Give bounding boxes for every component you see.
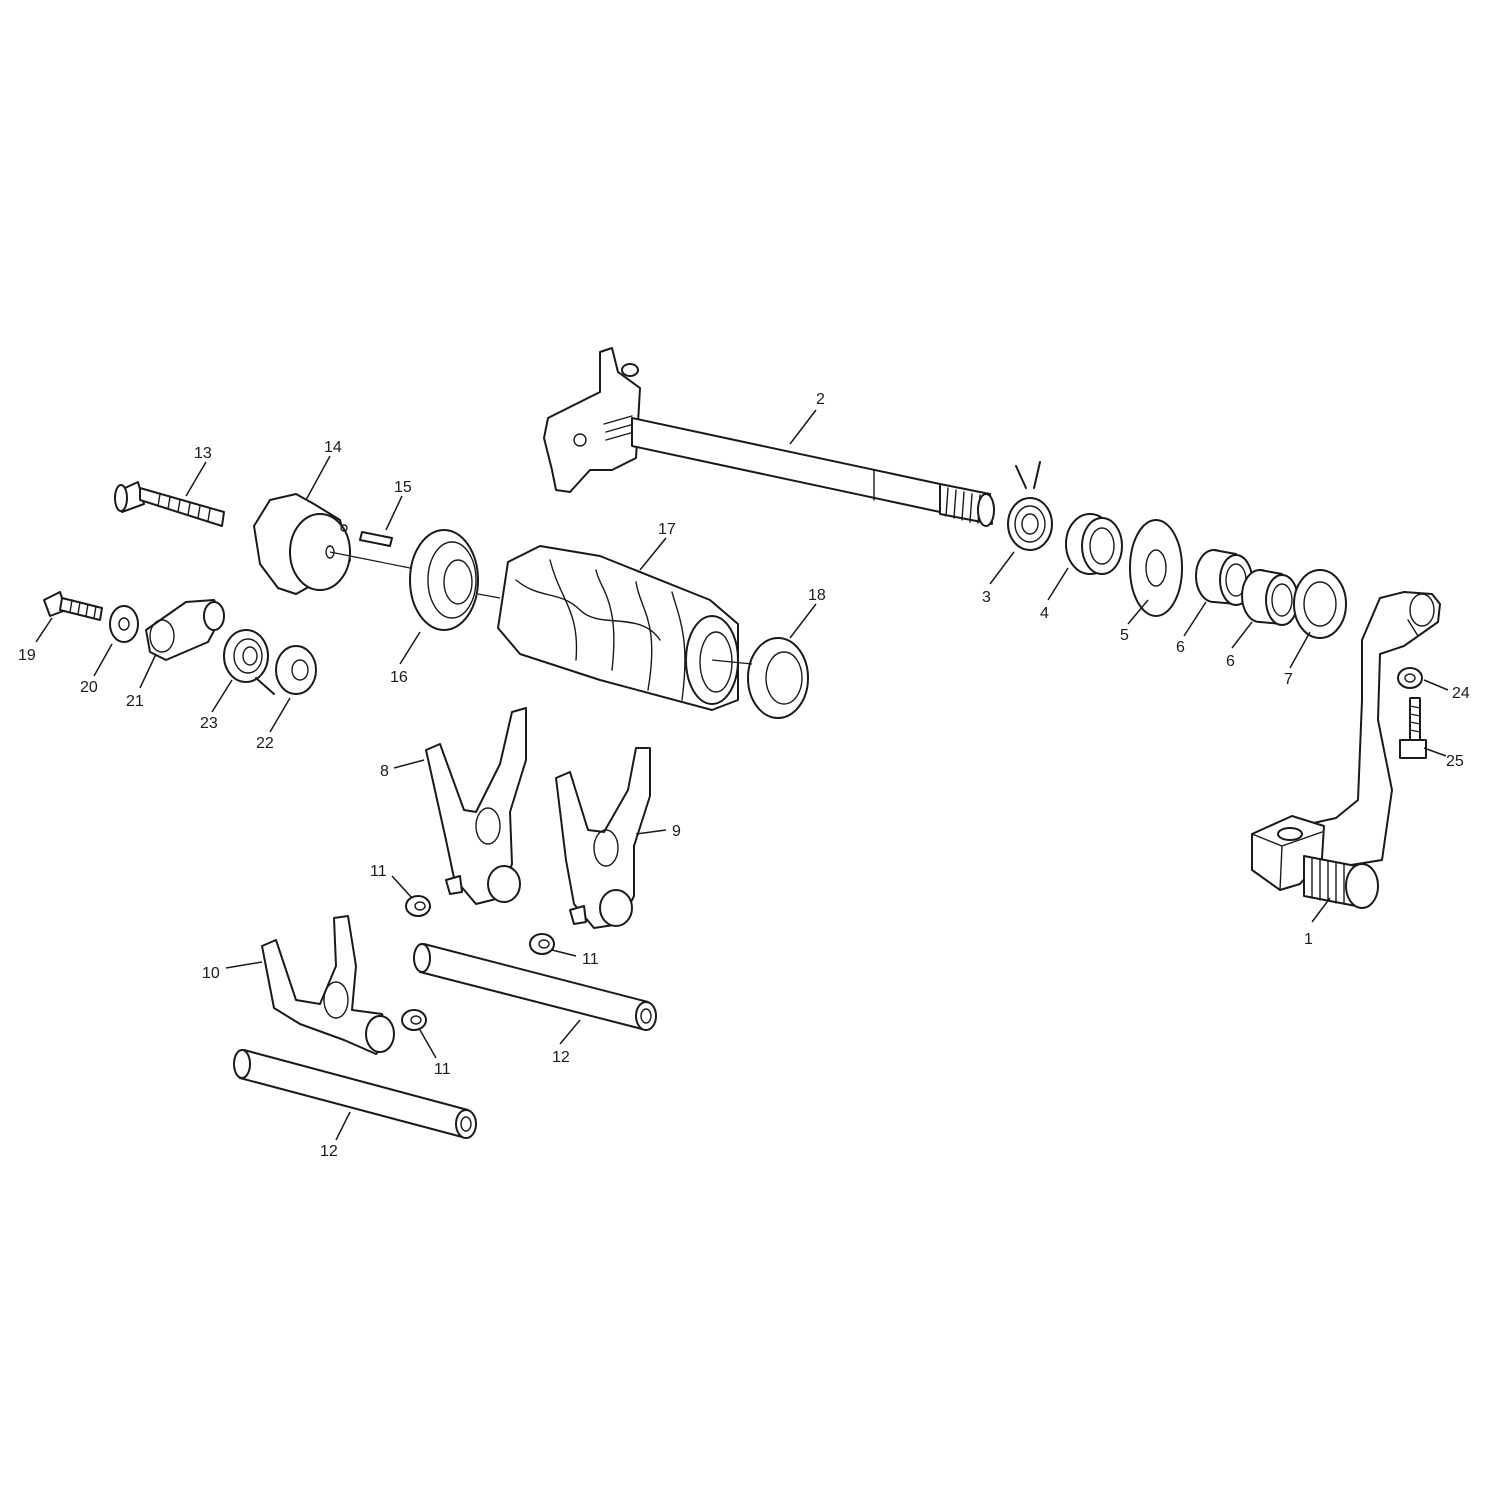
callout-16: 16: [390, 669, 408, 686]
callout-labels: 1 2 3 4 5 6 6 7 8 9 10 11 11 11 12 12 13…: [18, 391, 1470, 1160]
part-shift-fork-8: [425, 707, 527, 905]
part-flange-bolt: [1399, 697, 1427, 759]
callout-22: 22: [256, 735, 274, 752]
part-shift-fork-9: [555, 747, 651, 929]
callout-6-b: 6: [1226, 653, 1235, 670]
callout-11-a: 11: [370, 863, 387, 880]
part-star-washer: [1397, 667, 1423, 689]
callout-6-a: 6: [1176, 639, 1185, 656]
callout-20: 20: [80, 679, 98, 696]
callout-24: 24: [1452, 685, 1470, 702]
callout-8: 8: [380, 763, 389, 780]
callout-17: 17: [658, 521, 676, 538]
callout-7: 7: [1284, 671, 1293, 688]
part-drum-bearing-right: [747, 637, 809, 719]
part-collar: [1065, 513, 1123, 575]
callout-15: 15: [394, 479, 412, 496]
part-drum-bearing-left: [409, 529, 479, 631]
part-washer-small: [109, 605, 139, 643]
callout-3: 3: [982, 589, 991, 606]
callout-4: 4: [1040, 605, 1049, 622]
callout-12-b: 12: [320, 1143, 338, 1160]
part-shift-drum-star: [253, 493, 351, 595]
part-needle-bearing-a: [1195, 549, 1253, 606]
callout-21: 21: [126, 693, 144, 710]
callout-23: 23: [200, 715, 218, 732]
part-washer-large: [1129, 519, 1183, 617]
part-return-spring: [1007, 461, 1053, 551]
part-pin: [359, 531, 393, 547]
part-guide-roller-c: [401, 1009, 427, 1031]
callout-2: 2: [816, 391, 825, 408]
assembly-axis-lines: [329, 551, 753, 665]
callout-18: 18: [808, 587, 826, 604]
callout-25: 25: [1446, 753, 1464, 770]
part-detent-spring: [223, 629, 275, 695]
part-fork-shaft-upper: [413, 943, 657, 1031]
part-detent-roller: [275, 645, 317, 695]
callout-12-a: 12: [552, 1049, 570, 1066]
part-needle-bearing-b: [1241, 569, 1299, 626]
part-detent-arm: [145, 599, 225, 661]
callout-14: 14: [324, 439, 342, 456]
callout-9: 9: [672, 823, 681, 840]
callout-19: 19: [18, 647, 36, 664]
part-shift-drum: [497, 545, 739, 711]
callout-10: 10: [202, 965, 220, 982]
part-seal: [1293, 569, 1347, 639]
leader-lines: [35, 409, 1449, 1141]
callout-11-b: 11: [582, 951, 599, 968]
callout-1: 1: [1304, 931, 1313, 948]
part-shift-fork-10: [261, 915, 395, 1055]
part-shift-lever: [1251, 591, 1441, 909]
part-drum-bolt: [114, 481, 225, 527]
part-small-bolt: [43, 591, 103, 621]
callout-11-c: 11: [434, 1061, 451, 1078]
callout-13: 13: [194, 445, 212, 462]
callout-5: 5: [1120, 627, 1129, 644]
part-shift-shaft: [543, 347, 995, 527]
part-fork-shaft-lower: [233, 1049, 477, 1139]
part-guide-roller-b: [529, 933, 555, 955]
part-guide-roller-a: [405, 895, 431, 917]
